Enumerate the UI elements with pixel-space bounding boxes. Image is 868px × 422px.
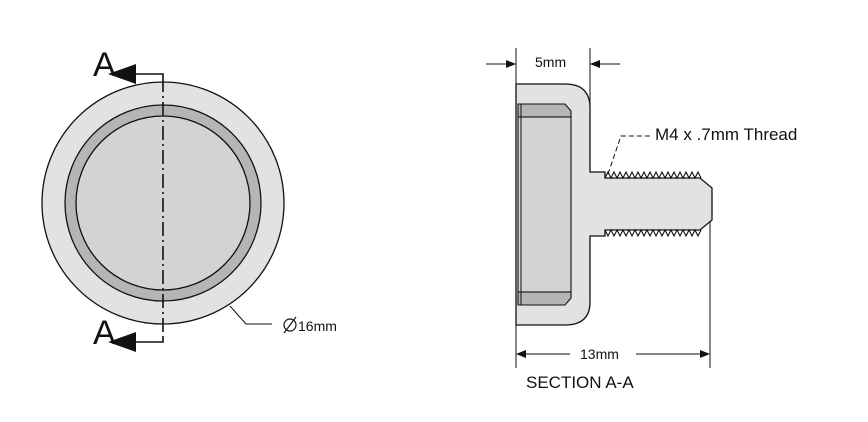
section-arrow-bottom-bracket — [135, 338, 164, 343]
front-view: A A 16mm — [41, 46, 337, 352]
diameter-symbol-icon — [283, 316, 297, 334]
thread-leader-line — [607, 135, 650, 175]
thread-top — [604, 170, 702, 180]
section-arrow-top-bracket — [135, 73, 164, 78]
section-letter-bottom: A — [93, 314, 116, 352]
section-view: 5mm M4 x .7mm Thread 13mm SECTION A-A — [486, 48, 797, 392]
cup-width-label: 5mm — [535, 54, 566, 70]
diameter-leader-line — [229, 305, 272, 325]
section-arrow-bottom-head — [108, 332, 136, 352]
steel-ring-bottom — [517, 291, 572, 306]
thread-label: M4 x .7mm Thread — [655, 125, 797, 144]
steel-ring-top — [517, 103, 572, 118]
thread-bottom — [604, 228, 702, 238]
section-letter-top: A — [93, 46, 116, 84]
magnet-section — [517, 116, 572, 293]
diameter-label: 16mm — [298, 318, 337, 334]
overall-length-label: 13mm — [580, 346, 619, 362]
section-arrow-top-head — [108, 64, 136, 84]
section-title: SECTION A-A — [526, 373, 634, 392]
